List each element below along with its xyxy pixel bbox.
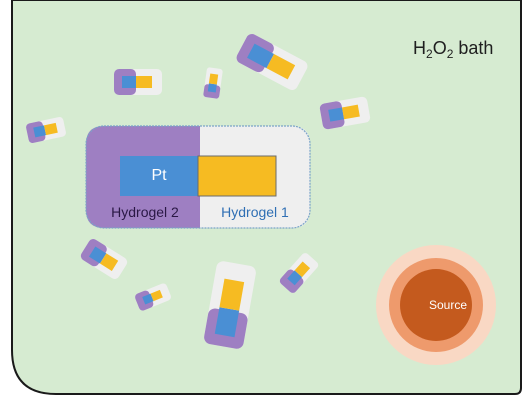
hydrogel-2-label: Hydrogel 2 (111, 204, 179, 220)
small-particle-8 (279, 253, 319, 293)
small-particle-7 (135, 283, 171, 311)
small-particle-6 (80, 239, 128, 279)
hydrogel-1-label: Hydrogel 1 (221, 204, 289, 220)
small-particle-5 (26, 117, 66, 143)
small-particle-9 (204, 261, 256, 349)
pt-label: Pt (151, 167, 167, 184)
small-particle-2 (114, 69, 162, 95)
main-particle-outline (85, 125, 311, 229)
small-particle-4 (319, 96, 371, 130)
source (376, 245, 496, 365)
janus-particle-main (85, 125, 311, 229)
bath-label: H2O2 bath (413, 38, 494, 61)
small-particle-1 (236, 34, 308, 90)
source-label: Source (428, 298, 468, 312)
pt-core (120, 156, 198, 196)
small-particle-3 (203, 67, 223, 99)
hydrogel-1-core (197, 155, 277, 197)
source-core (400, 269, 472, 341)
